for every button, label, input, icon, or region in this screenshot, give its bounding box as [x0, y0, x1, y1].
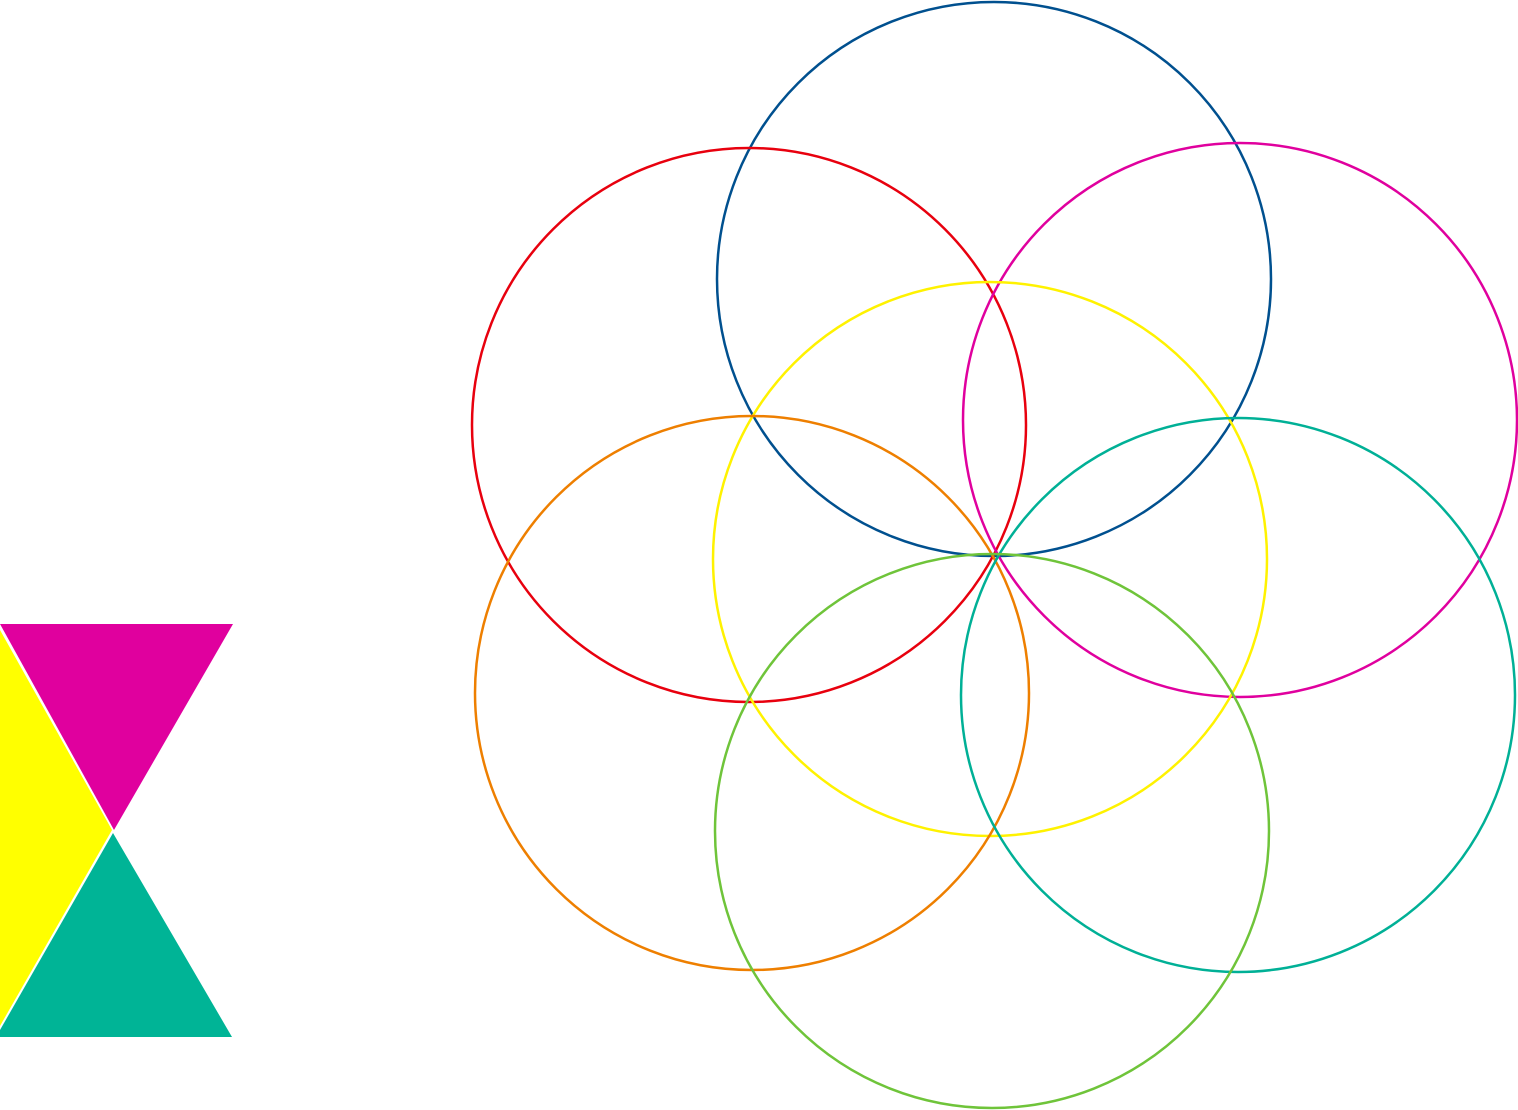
magenta-triangle	[0, 624, 233, 830]
teal-circle	[959, 416, 1517, 974]
blue-circle	[715, 0, 1273, 558]
teal-triangle	[0, 833, 232, 1037]
red-circle	[470, 146, 1028, 704]
green-circle	[713, 552, 1271, 1110]
yellow-triangle	[0, 630, 112, 1026]
triangle-logo	[0, 624, 233, 1037]
flower-of-life-circles	[470, 0, 1518, 1110]
yellow-circle	[711, 280, 1269, 838]
magenta-circle	[961, 141, 1518, 699]
